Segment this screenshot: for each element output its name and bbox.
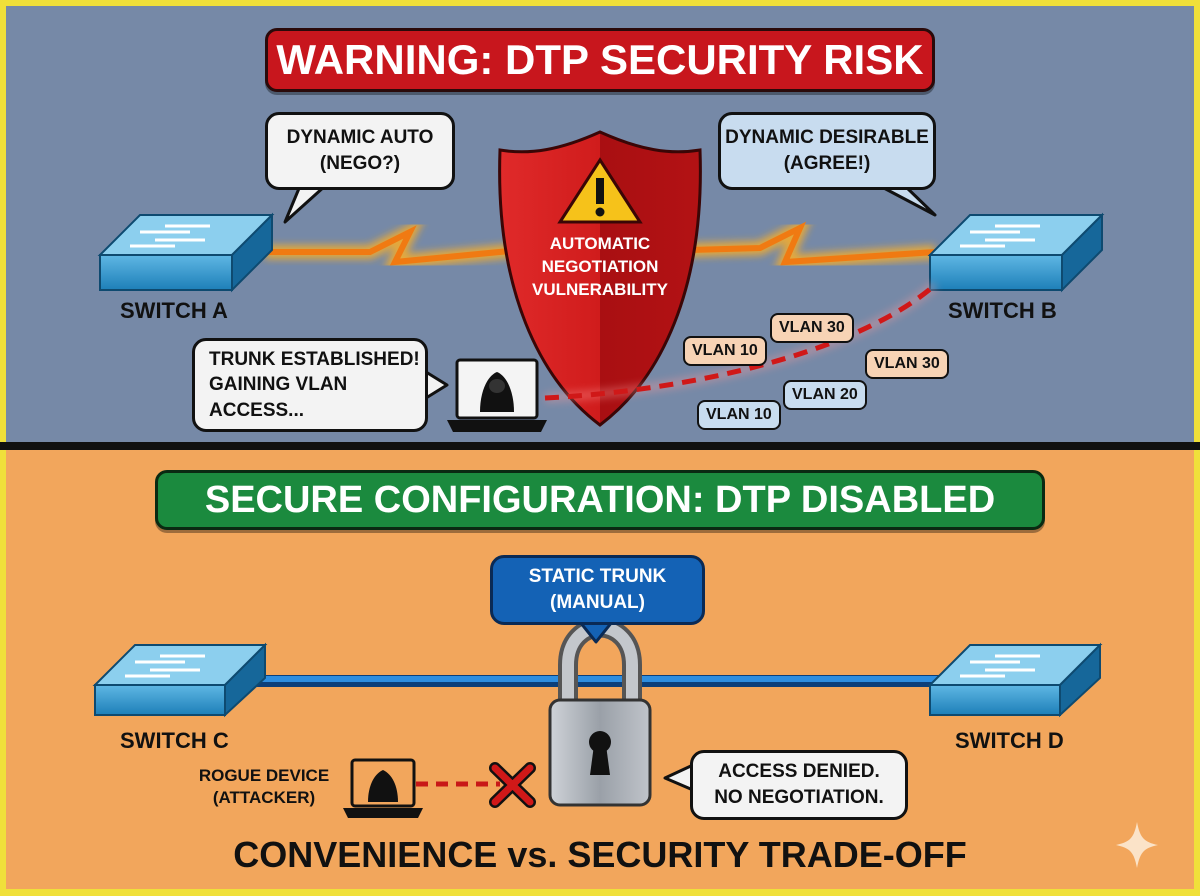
hacker-laptop-icon [447, 358, 547, 432]
dynamic-auto-bubble: DYNAMIC AUTO (NEGO?) [265, 112, 455, 190]
switch-d-icon [927, 642, 1103, 718]
vlan-tag: VLAN 30 [770, 313, 854, 343]
rogue-line: (ATTACKER) [212, 788, 316, 808]
bubble-line: ACCESS... [209, 399, 305, 421]
trunk-established-bubble: TRUNK ESTABLISHED! GAINING VLAN ACCESS..… [192, 338, 428, 432]
bubble-line: ACCESS DENIED. [718, 761, 880, 783]
shield-line: VULNERABILITY [532, 279, 668, 299]
vlan-tag: VLAN 10 [683, 336, 767, 366]
static-trunk-bubble: STATIC TRUNK (MANUAL) [490, 555, 705, 625]
section-divider [0, 442, 1200, 450]
sparkle-icon [1116, 822, 1158, 868]
warning-title-banner: WARNING: DTP SECURITY RISK [265, 28, 935, 92]
bubble-line: DYNAMIC DESIRABLE [725, 127, 929, 149]
bubble-line: (NEGO?) [319, 153, 401, 174]
rogue-line: ROGUE DEVICE [198, 766, 330, 785]
footer-caption: CONVENIENCE vs. SECURITY TRADE-OFF [233, 834, 967, 875]
dynamic-desirable-bubble: DYNAMIC DESIRABLE (AGREE!) [718, 112, 936, 190]
switch-c-icon [92, 642, 268, 718]
switch-b-icon [927, 212, 1105, 293]
vlan-tag: VLAN 10 [697, 400, 781, 430]
rogue-laptop-icon [343, 758, 423, 818]
vlan-tag: VLAN 20 [783, 380, 867, 410]
bubble-line: (MANUAL) [550, 592, 645, 613]
switch-a-icon [97, 212, 275, 293]
bubble-line: STATIC TRUNK [528, 566, 667, 588]
bubble-line: TRUNK ESTABLISHED! [209, 348, 420, 370]
padlock-icon [548, 617, 652, 807]
rogue-device-label: ROGUE DEVICE (ATTACKER) [183, 765, 345, 809]
bubble-line: DYNAMIC AUTO [286, 127, 434, 149]
shield-line: NEGOTIATION [541, 256, 659, 276]
switch-a-label: SWITCH A [120, 298, 228, 323]
secure-title-banner: SECURE CONFIGURATION: DTP DISABLED [155, 470, 1045, 530]
shield-icon [498, 130, 702, 427]
access-denied-bubble: ACCESS DENIED. NO NEGOTIATION. [690, 750, 908, 820]
attack-path [544, 283, 937, 401]
shield-line: AUTOMATIC [549, 234, 651, 253]
bubble-line: GAINING VLAN [209, 374, 348, 396]
bubble-line: NO NEGOTIATION. [714, 787, 884, 808]
vlan-tag: VLAN 30 [865, 349, 949, 379]
bubble-line: (AGREE!) [783, 153, 871, 174]
switch-b-label: SWITCH B [948, 298, 1057, 323]
switch-d-label: SWITCH D [955, 728, 1064, 753]
switch-c-label: SWITCH C [120, 728, 229, 753]
shield-text: AUTOMATIC NEGOTIATION VULNERABILITY [520, 233, 680, 302]
blocked-x-icon [489, 762, 536, 808]
